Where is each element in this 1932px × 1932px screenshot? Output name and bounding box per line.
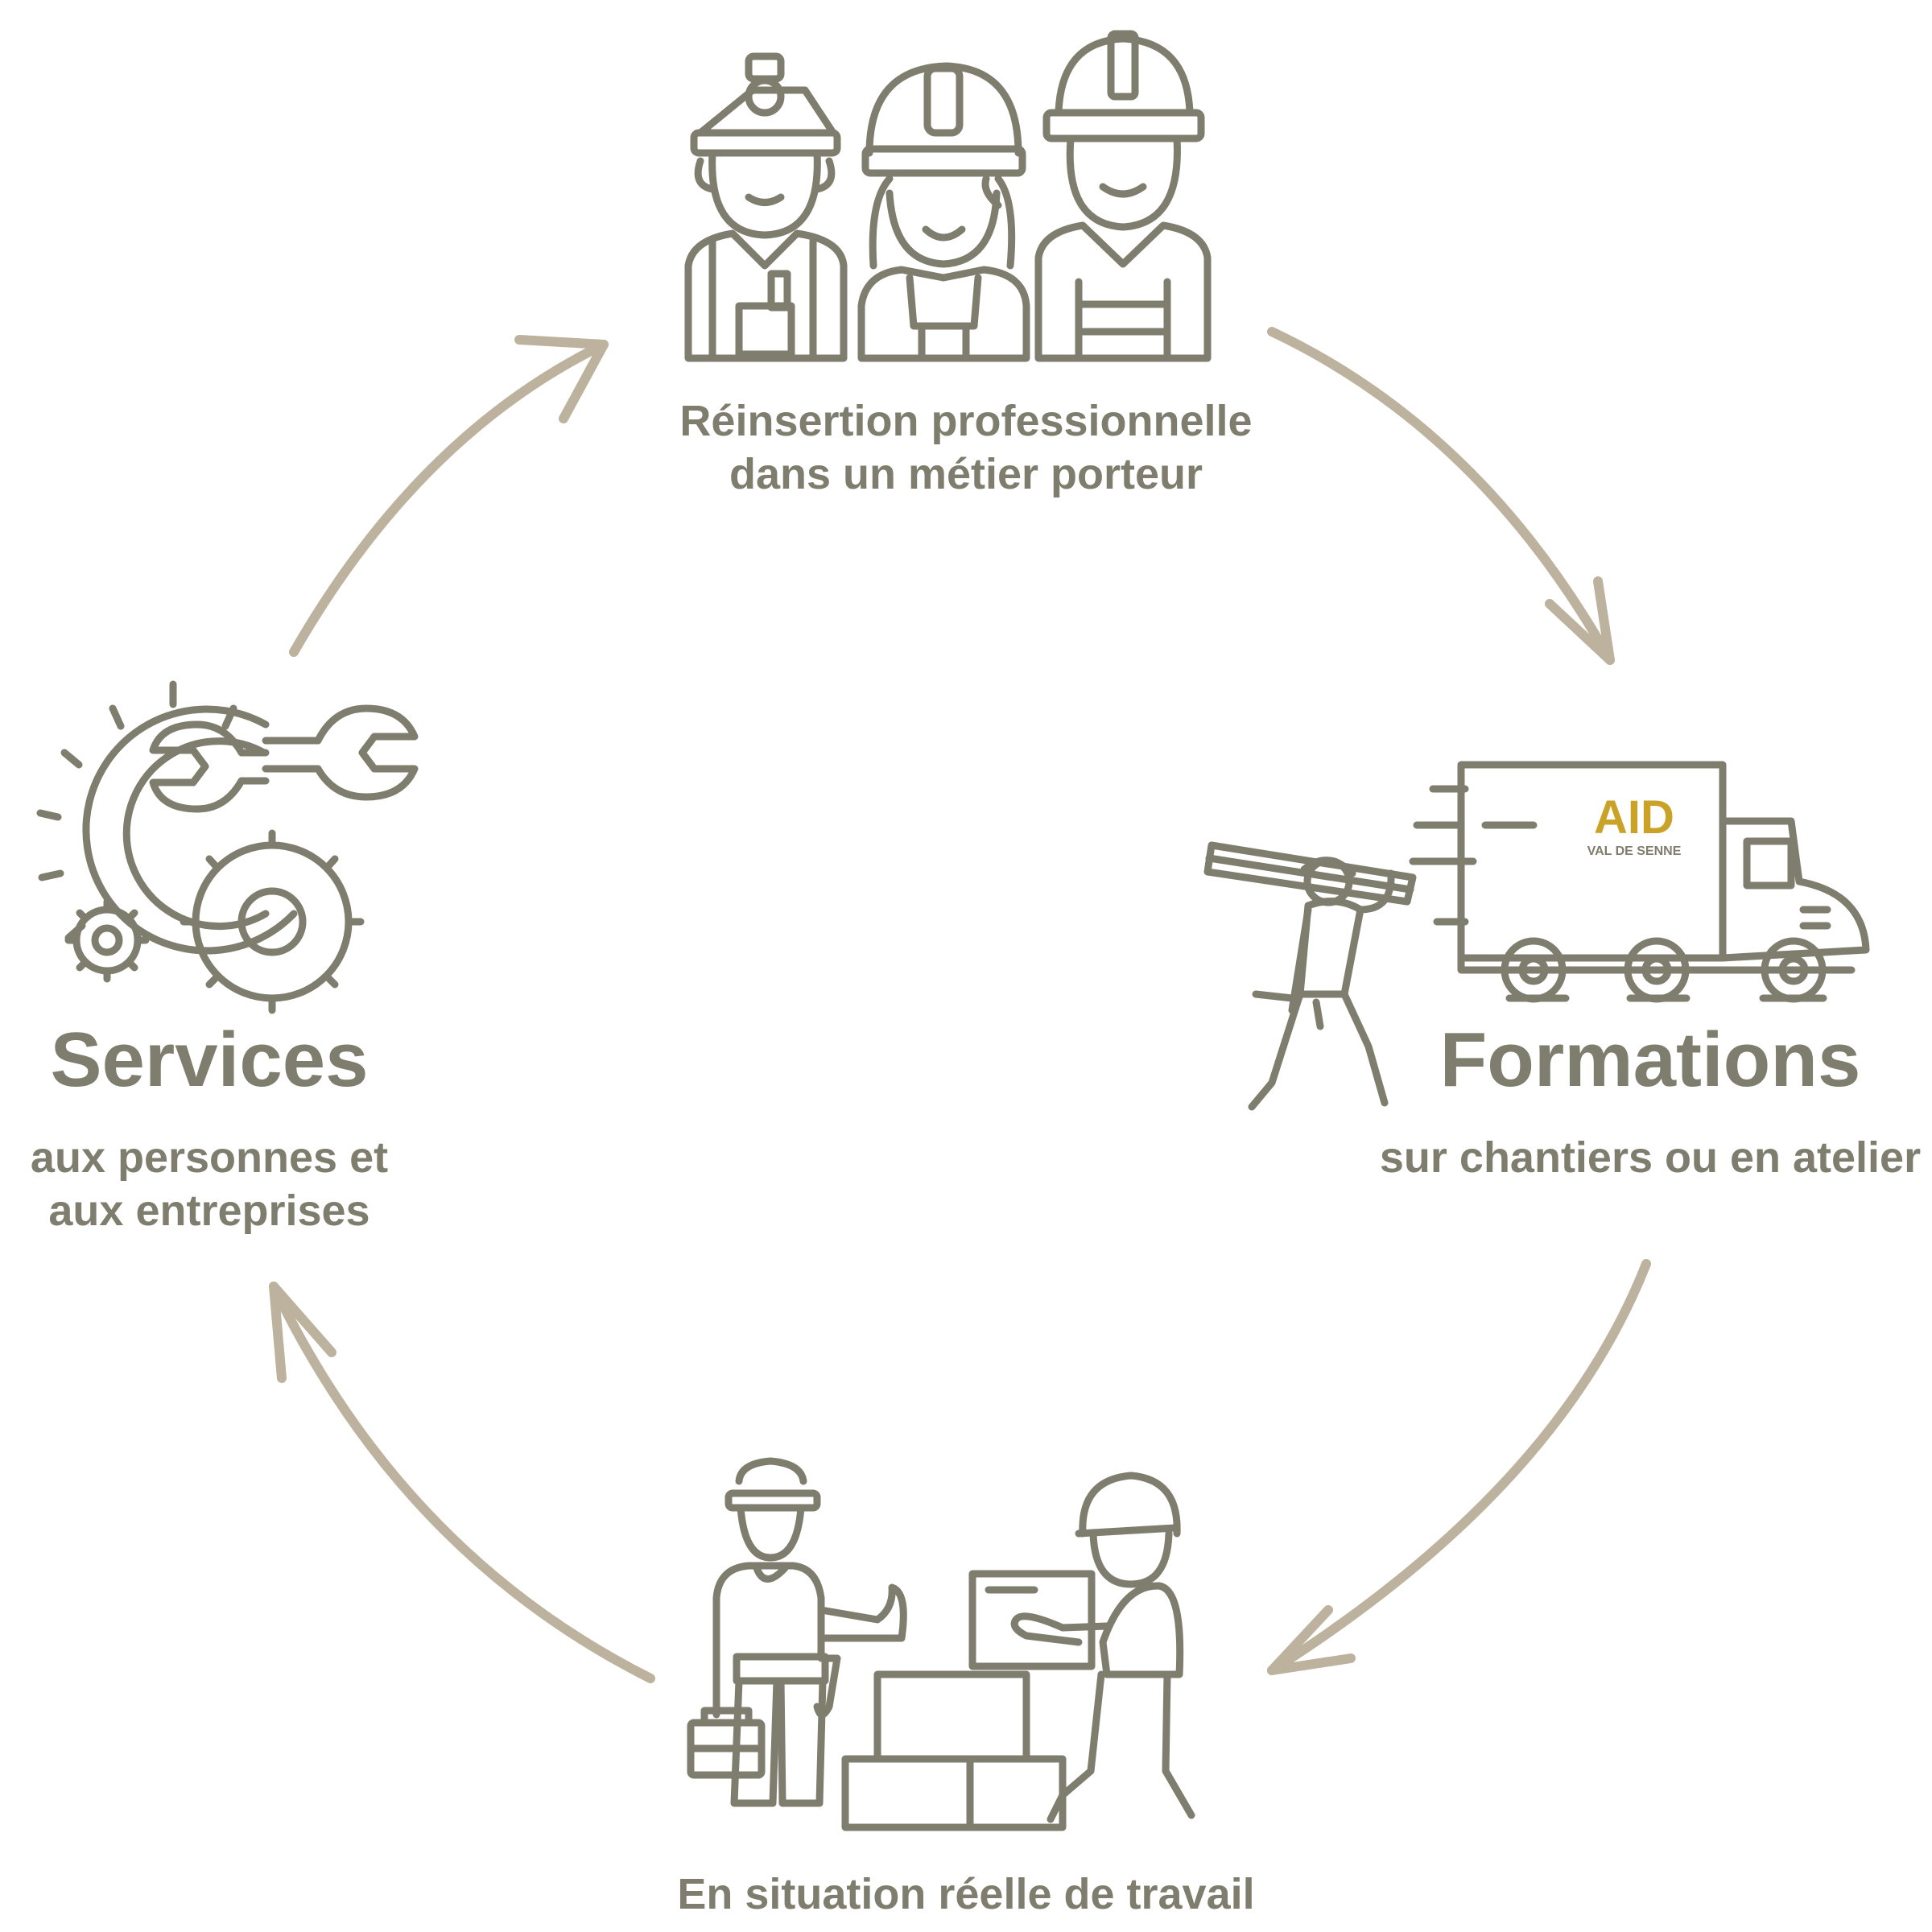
handover-workers-icon bbox=[687, 1457, 1195, 1831]
label-reinsertion-line1: Réinsertion professionnelle bbox=[679, 397, 1253, 445]
label-situation-reelle: En situation réelle de travail bbox=[677, 1870, 1255, 1918]
truck-box bbox=[1457, 761, 1727, 962]
label-services-subtitle: aux personnes et aux entreprises bbox=[0, 1131, 419, 1237]
arrow-left-to-top bbox=[289, 335, 609, 657]
svg-text:VAL DE SENNE: VAL DE SENNE bbox=[1587, 844, 1682, 858]
workers-group-icon bbox=[684, 30, 1212, 362]
svg-text:AID: AID bbox=[1594, 791, 1674, 844]
truck-worker-icon bbox=[1203, 761, 1870, 1111]
label-services-line2: aux entreprises bbox=[48, 1187, 370, 1235]
label-formations-subtitle: sur chantiers ou en atelier bbox=[1379, 1133, 1922, 1182]
arrow-bottom-to-left bbox=[269, 1282, 655, 1683]
label-formations-title: Formations bbox=[1439, 1017, 1861, 1103]
label-services-line1: aux personnes et bbox=[30, 1133, 389, 1182]
label-services-title: Services bbox=[50, 1017, 369, 1103]
arrow-right-to-bottom bbox=[1267, 1259, 1651, 1675]
label-reinsertion: Réinsertion professionnelle dans un méti… bbox=[564, 394, 1368, 501]
arrow-top-to-right bbox=[1267, 327, 1615, 665]
logo-aid: AID VAL DE SENNE bbox=[1587, 791, 1682, 858]
label-reinsertion-line2: dans un métier porteur bbox=[729, 450, 1203, 498]
gears-wrench-icon bbox=[36, 680, 419, 1014]
